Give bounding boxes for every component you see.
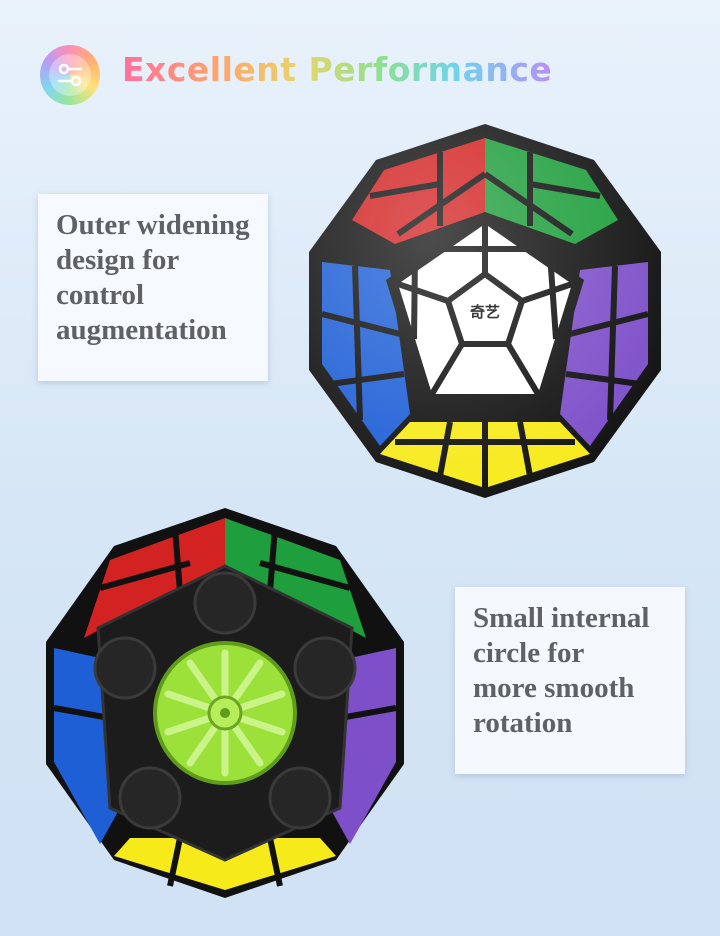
feature-line: Small internal	[473, 602, 650, 634]
green-face	[225, 518, 366, 638]
feature-line: augmentation	[56, 314, 227, 346]
feature-line: design for	[56, 244, 180, 276]
feature-line: Outer widening	[56, 209, 250, 241]
feature-card-internal-circle: Small internal circle for more smooth ro…	[455, 587, 685, 774]
megaminx-internal-image	[46, 508, 404, 898]
feature-line: more smooth	[473, 672, 635, 704]
red-face	[84, 518, 225, 638]
page-title: Excellent Performance	[122, 50, 553, 89]
feature-line: circle for	[473, 637, 585, 669]
megaminx-cube-image: 奇艺	[309, 124, 661, 498]
yellow-face	[114, 838, 336, 890]
feature-line: rotation	[473, 707, 573, 739]
feature-card-outer-widening: Outer widening design for control augmen…	[38, 194, 268, 381]
feature-line: control	[56, 279, 145, 311]
sliders-icon	[40, 45, 100, 105]
